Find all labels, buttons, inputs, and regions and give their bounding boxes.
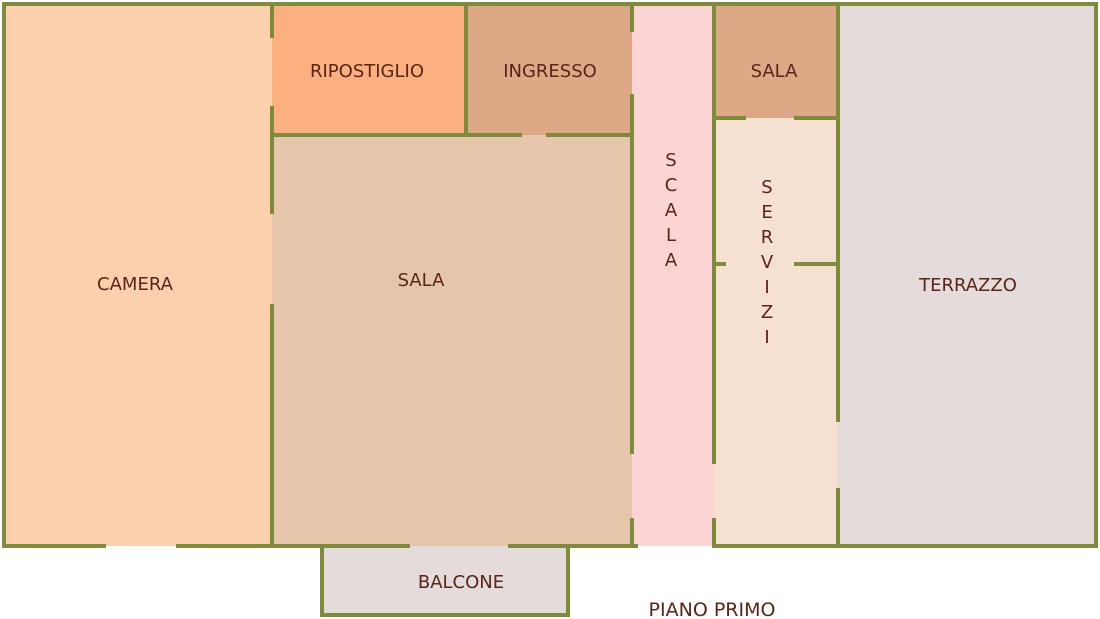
- sala-main-floor: [272, 135, 632, 546]
- floor-title: PIANO PRIMO: [649, 599, 776, 619]
- terrazzo-floor: [838, 4, 1096, 546]
- servizi-letter: I: [764, 277, 769, 298]
- scala-letter: A: [665, 250, 678, 271]
- ripostiglio-label: RIPOSTIGLIO: [310, 61, 424, 82]
- camera-label: CAMERA: [97, 274, 174, 295]
- servizi-letter: R: [761, 227, 774, 248]
- ripostiglio-floor: [272, 4, 466, 135]
- servizi-letter: I: [764, 327, 769, 348]
- scala-letter: A: [665, 200, 678, 221]
- balcone-floor: [322, 546, 568, 615]
- sala-small-label: SALA: [751, 61, 799, 82]
- scala-letter: C: [665, 175, 678, 196]
- ingresso-floor: [466, 4, 632, 135]
- ingresso-label: INGRESSO: [503, 61, 597, 82]
- camera-floor: [4, 4, 272, 546]
- servizi-letter: Z: [761, 302, 773, 323]
- sala-main-label: SALA: [398, 270, 446, 291]
- balcone-label: BALCONE: [418, 572, 504, 593]
- scala-letter: S: [665, 150, 676, 171]
- servizi-letter: E: [761, 202, 772, 223]
- servizi-letter: S: [761, 177, 772, 198]
- sala-small-floor: [714, 4, 838, 118]
- servizi-floor: [714, 118, 838, 546]
- scala-floor: [632, 4, 714, 546]
- servizi-letter: V: [761, 252, 774, 273]
- terrazzo-label: TERRAZZO: [918, 275, 1017, 296]
- scala-letter: L: [666, 225, 676, 246]
